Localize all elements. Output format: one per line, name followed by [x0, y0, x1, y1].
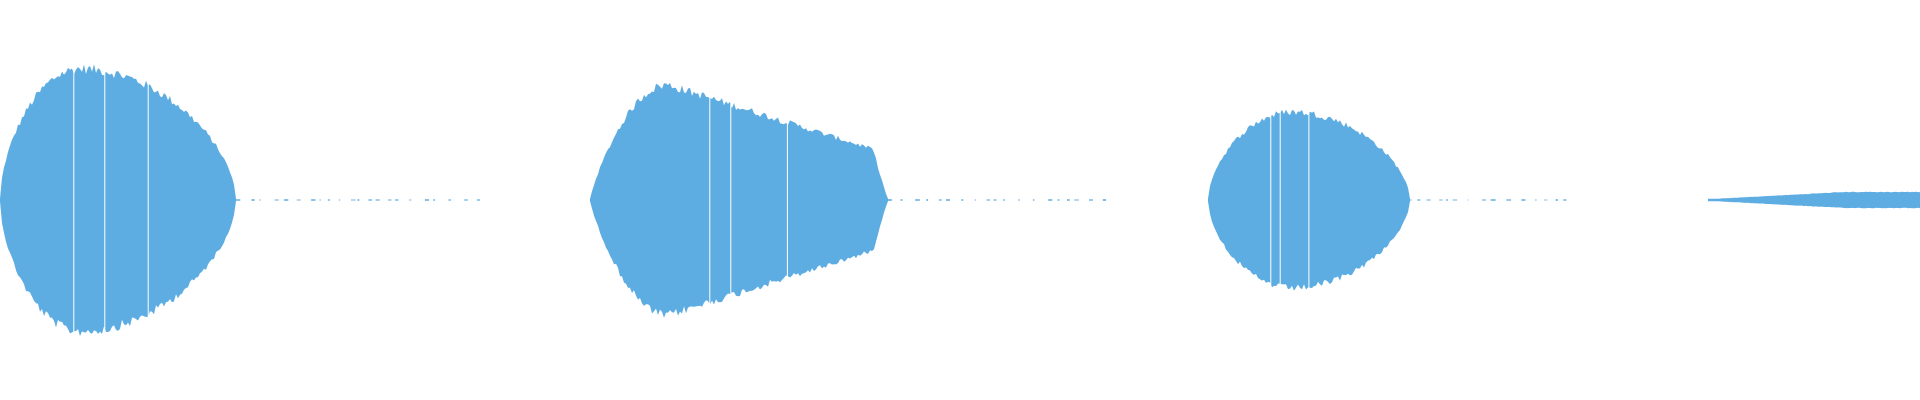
silence-tick — [993, 199, 997, 201]
waveform-envelope — [1708, 191, 1920, 209]
silence-tick — [1048, 199, 1053, 201]
silence-tick — [296, 199, 301, 201]
silence-tick — [915, 199, 920, 201]
silence-tick — [1535, 199, 1537, 201]
silence-tick — [1544, 199, 1548, 201]
silence-tick — [433, 199, 435, 201]
silence-tick — [900, 199, 903, 201]
silence-tick — [477, 199, 481, 201]
silence-tick — [974, 199, 977, 201]
waveform-segment-burst-3 — [1208, 109, 1567, 291]
silence-tick — [1563, 199, 1567, 201]
silence-tick — [1018, 199, 1020, 201]
silence-tick — [327, 199, 331, 201]
silence-tick — [986, 199, 990, 201]
silence-tick — [1439, 199, 1443, 201]
silence-tick — [1417, 199, 1421, 201]
silence-tick — [1102, 199, 1106, 201]
silence-tick — [1057, 199, 1060, 201]
silence-tick — [283, 199, 289, 201]
waveform-envelope — [590, 82, 888, 318]
silence-tick — [1467, 199, 1469, 201]
silence-tick — [351, 199, 356, 201]
silence-tick — [1410, 199, 1412, 201]
silence-tick — [408, 199, 412, 201]
silence-tick — [1426, 199, 1431, 201]
silence-tick — [1521, 199, 1526, 201]
waveform-segment-burst-2 — [590, 82, 1106, 318]
silence-tick — [1506, 199, 1512, 201]
silence-tick — [259, 199, 261, 201]
silence-tick — [961, 199, 964, 201]
silence-tick — [236, 199, 241, 201]
silence-tick — [926, 199, 929, 201]
silence-tick — [368, 199, 372, 201]
silence-tick — [464, 199, 468, 201]
silence-tick — [448, 199, 451, 201]
silence-tick — [1032, 199, 1035, 201]
silence-tick — [319, 199, 321, 201]
silence-tick — [888, 199, 892, 201]
silence-tick — [1490, 199, 1496, 201]
silence-tick — [311, 199, 316, 201]
silence-tick — [338, 199, 341, 201]
silence-tick — [388, 199, 392, 201]
silence-tick — [424, 199, 429, 201]
silence-tick — [1074, 199, 1079, 201]
silence-tick — [1452, 199, 1458, 201]
waveform-envelope — [0, 64, 236, 337]
silence-tick — [1555, 199, 1558, 201]
silence-tick — [357, 199, 360, 201]
silence-tick — [1003, 199, 1005, 201]
silence-tick — [1445, 199, 1448, 201]
silence-tick — [274, 199, 279, 201]
silence-tick — [251, 199, 255, 201]
waveform-segment-trailing-tone — [1708, 191, 1920, 209]
silence-tick — [395, 199, 399, 201]
silence-tick — [946, 199, 950, 201]
silence-tick — [375, 199, 380, 201]
silence-tick — [1089, 199, 1093, 201]
waveform-segment-burst-1 — [0, 64, 481, 337]
silence-tick — [938, 199, 942, 201]
silence-tick — [1482, 199, 1486, 201]
silence-tick — [1067, 199, 1070, 201]
